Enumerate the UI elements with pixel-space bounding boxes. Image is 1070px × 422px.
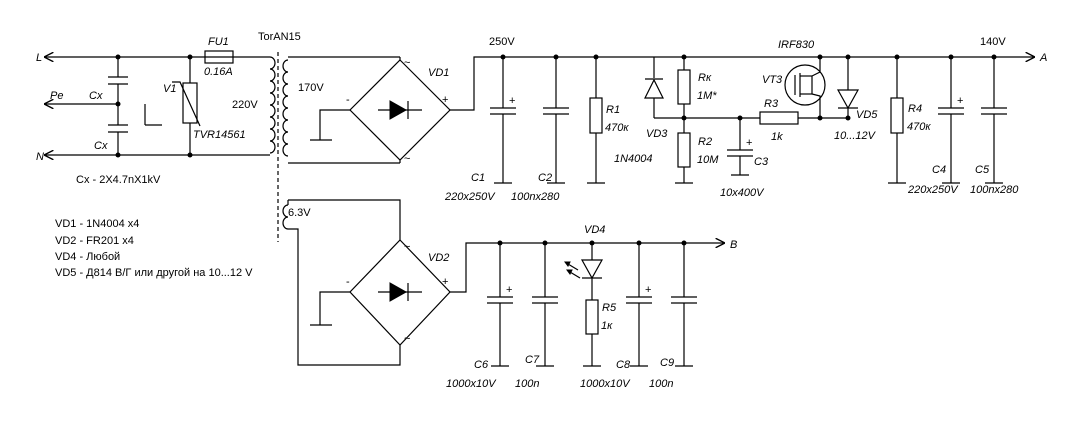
r4-value: 470к [907, 121, 931, 133]
legend-line-4: VD5 - Д814 В/Г или другой на 10...12 V [55, 267, 253, 279]
hv-section: 250V + C1 220x250V C2 100nx280 R1 470к [444, 36, 1047, 203]
v1-label: V1 [163, 83, 176, 95]
r1-label: R1 [606, 104, 620, 116]
c5-value: 100nx280 [970, 184, 1019, 196]
legend-line-3: VD4 - Любой [55, 251, 120, 263]
cx-note: Cx - 2X4.7nX1kV [76, 174, 161, 186]
transformer-label: TorAN15 [258, 31, 301, 43]
c8-label: C8 [616, 359, 631, 371]
bridge-vd1: ~ ~ - + VD1 [288, 56, 503, 165]
v1-value: TVR14561 [193, 129, 246, 141]
rk-value: 1M* [697, 90, 717, 102]
c6-label: C6 [474, 359, 489, 371]
c6-value: 1000x10V [446, 378, 497, 390]
r4-label: R4 [908, 103, 922, 115]
c1-value: 220x250V [444, 191, 496, 203]
c2-label: C2 [538, 172, 552, 184]
c8-value: 1000x10V [580, 378, 631, 390]
mosfet-vt3: VT3 IRF830 [762, 39, 826, 118]
vd2-minus: - [346, 276, 350, 288]
c1-label: C1 [471, 172, 485, 184]
r1-value: 470к [605, 122, 629, 134]
fu1-label: FU1 [208, 36, 229, 48]
c3-value: 10x400V [720, 187, 765, 199]
vd1-minus: - [346, 94, 350, 106]
out-b-label: B [730, 239, 737, 251]
c3-label: C3 [754, 156, 769, 168]
vd5-label: VD5 [856, 109, 878, 121]
secondary2-voltage-label: 6.3V [288, 207, 311, 219]
c4-value: 220x250V [907, 184, 959, 196]
primary-voltage-label: 220V [232, 99, 258, 111]
vd4-label: VD4 [584, 224, 605, 236]
r3-label: R3 [764, 98, 779, 110]
cx-top-label: Cx [89, 90, 103, 102]
vd2-label: VD2 [428, 252, 449, 264]
cx-capacitors: Cx Cx [89, 57, 128, 155]
c2-value: 100nx280 [511, 191, 560, 203]
neutral-label: N [36, 151, 44, 163]
varistor-v1: V1 TVR14561 [163, 54, 246, 158]
lv-section: ~ ~ - + VD2 B + C6 1000x10V C7 100n [287, 199, 737, 390]
legend-line-2: VD2 - FR201 x4 [55, 235, 134, 247]
vd3-value: 1N4004 [614, 153, 653, 165]
out-a-label: A [1039, 52, 1047, 64]
vd1-tilde-bottom: ~ [404, 153, 410, 165]
transformer-t1: TorAN15 220V 170V 6.3V [232, 31, 324, 242]
vd1-plus: + [442, 94, 448, 106]
r2-value: 10M [697, 154, 719, 166]
c3-plus: + [746, 137, 752, 149]
line-label: L [36, 52, 42, 64]
c8-plus: + [645, 284, 651, 296]
input-section: L Pe N Cx Cx [36, 36, 270, 186]
vd5-value: 10...12V [834, 130, 877, 142]
irf-label: IRF830 [778, 39, 815, 51]
r5-label: R5 [602, 302, 617, 314]
vd3-label: VD3 [646, 128, 668, 140]
rk-label: Rк [698, 72, 712, 84]
c4-plus: + [957, 95, 963, 107]
r2-label: R2 [698, 136, 712, 148]
c7-label: C7 [525, 354, 540, 366]
c6-plus: + [506, 284, 512, 296]
vd2-plus: + [442, 276, 448, 288]
vd1-label: VD1 [428, 67, 449, 79]
c9-label: C9 [660, 357, 674, 369]
v250-label: 250V [489, 36, 515, 48]
pe-label: Pe [50, 90, 63, 102]
v140-label: 140V [980, 36, 1006, 48]
c1-plus: + [509, 95, 515, 107]
c7-value: 100n [515, 378, 539, 390]
c5-label: C5 [975, 164, 990, 176]
vd2-tilde-top: ~ [404, 241, 410, 253]
c4-label: C4 [932, 164, 946, 176]
fuse-fu1: FU1 0.16A [204, 36, 234, 78]
r3-value: 1k [771, 131, 783, 143]
r5-value: 1к [601, 320, 613, 332]
vt3-label: VT3 [762, 74, 783, 86]
secondary1-voltage-label: 170V [298, 82, 324, 94]
vd2-tilde-bottom: ~ [404, 333, 410, 345]
c9-value: 100n [649, 378, 673, 390]
component-legend: VD1 - 1N4004 x4 VD2 - FR201 x4 VD4 - Люб… [55, 218, 253, 279]
vd1-tilde-top: ~ [404, 57, 410, 69]
cx-bottom-label: Cx [94, 140, 108, 152]
legend-line-1: VD1 - 1N4004 x4 [55, 218, 139, 230]
fu1-value: 0.16A [204, 66, 233, 78]
